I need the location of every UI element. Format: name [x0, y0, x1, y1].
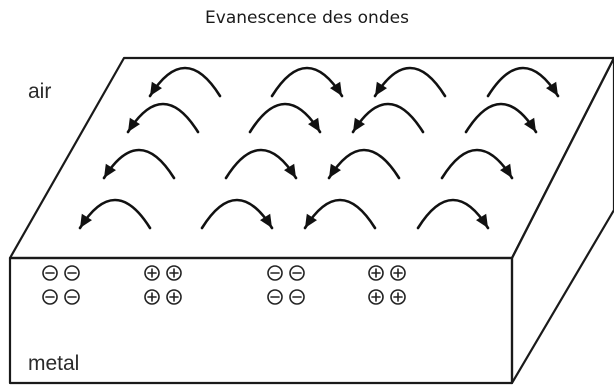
field-arrow [351, 102, 425, 134]
positive-charge [390, 289, 406, 305]
positive-charge [166, 289, 182, 305]
side-face [510, 56, 614, 385]
charge-group [368, 265, 406, 305]
field-lines [78, 66, 560, 230]
air-label: air [28, 80, 51, 103]
field-arrow [303, 198, 377, 230]
field-arrow [200, 198, 274, 230]
negative-charge [64, 289, 80, 305]
metal-label: metal [28, 352, 79, 375]
charge-group [42, 265, 80, 305]
field-arrow [248, 102, 322, 134]
field-arrow [102, 148, 176, 180]
positive-charge [368, 265, 384, 281]
diagram-title: Evanescence des ondes [205, 8, 409, 28]
negative-charge [289, 265, 305, 281]
field-arrow [464, 102, 538, 134]
positive-charge [166, 265, 182, 281]
field-arrow [270, 66, 344, 98]
negative-charge [42, 289, 58, 305]
positive-charge [144, 265, 160, 281]
negative-charge [267, 265, 283, 281]
top-surface [8, 56, 614, 260]
negative-charge [289, 289, 305, 305]
front-face [8, 256, 514, 385]
field-arrow [78, 198, 152, 230]
field-arrow [327, 148, 401, 180]
negative-charge [267, 289, 283, 305]
positive-charge [390, 265, 406, 281]
field-arrow [148, 66, 222, 98]
charge-group [144, 265, 182, 305]
field-arrow [373, 66, 447, 98]
field-arrow [440, 148, 514, 180]
field-arrow [126, 102, 200, 134]
charge-group [267, 265, 305, 305]
positive-charge [368, 289, 384, 305]
field-arrow [416, 198, 490, 230]
field-arrow [224, 148, 298, 180]
negative-charge [64, 265, 80, 281]
field-arrow [486, 66, 560, 98]
positive-charge [144, 289, 160, 305]
surface-charges [42, 265, 406, 305]
negative-charge [42, 265, 58, 281]
